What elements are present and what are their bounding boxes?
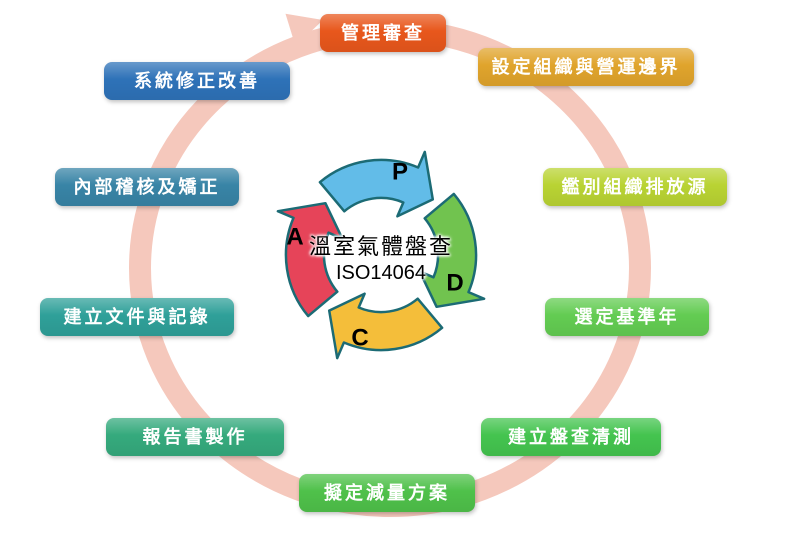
step-label: 建立文件與記錄 bbox=[63, 307, 211, 327]
step-label: 管理審查 bbox=[341, 23, 425, 43]
center-title: 溫室氣體盤查 bbox=[308, 234, 453, 259]
step-system-improvement: 系統修正改善 bbox=[104, 62, 290, 100]
step-select-base-year: 選定基準年 bbox=[545, 298, 709, 336]
pdca-letter-d: D bbox=[446, 270, 463, 297]
pdca-arrow-check bbox=[327, 292, 444, 360]
step-management-review: 管理審查 bbox=[320, 14, 446, 52]
center-caption: 溫室氣體盤查 ISO14064 bbox=[269, 234, 493, 286]
step-label: 設定組織與營運邊界 bbox=[491, 57, 681, 77]
step-label: 鑑別組織排放源 bbox=[561, 177, 709, 197]
pdca-letter-p: P bbox=[392, 159, 408, 186]
cycle-arrowhead-icon bbox=[285, 13, 323, 47]
step-label: 建立盤查清測 bbox=[508, 427, 634, 447]
step-reduction-plan: 擬定減量方案 bbox=[299, 474, 475, 512]
pdca-arrow-plan bbox=[318, 150, 435, 218]
step-set-org-boundaries: 設定組織與營運邊界 bbox=[478, 48, 694, 86]
step-documents-records: 建立文件與記錄 bbox=[40, 298, 234, 336]
step-label: 選定基準年 bbox=[574, 307, 680, 327]
step-internal-audit: 內部稽核及矯正 bbox=[55, 168, 239, 206]
pdca-letter-a: A bbox=[286, 224, 303, 251]
step-label: 系統修正改善 bbox=[134, 71, 260, 91]
step-build-inventory: 建立盤查清測 bbox=[481, 418, 661, 456]
step-label: 內部稽核及矯正 bbox=[73, 177, 221, 197]
pdca-cycle: P D C A bbox=[276, 150, 486, 360]
pdca-letter-c: C bbox=[351, 325, 368, 352]
pdca-arrow-act bbox=[276, 201, 344, 318]
step-identify-emission-sources: 鑑別組織排放源 bbox=[543, 168, 727, 206]
step-label: 擬定減量方案 bbox=[324, 483, 450, 503]
step-report-writing: 報告書製作 bbox=[106, 418, 284, 456]
step-label: 報告書製作 bbox=[142, 427, 248, 447]
pdca-arrow-do bbox=[418, 192, 486, 309]
center-subtitle: ISO14064 bbox=[335, 262, 427, 284]
